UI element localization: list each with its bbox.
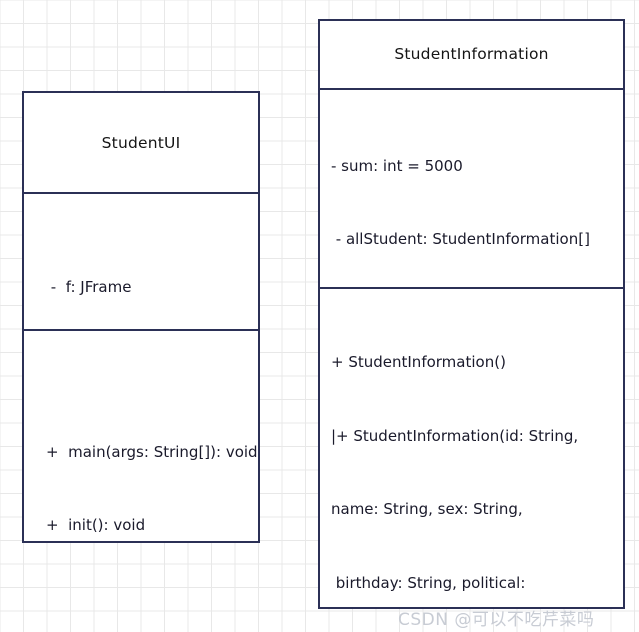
methods-compartment-studentinformation: + StudentInformation() |+ StudentInforma… <box>320 287 623 607</box>
uml-class-studentinformation[interactable]: StudentInformation - sum: int = 5000 - a… <box>318 19 625 609</box>
attributes-compartment-studentui: - f: JFrame - a: JButton[] - p: JPanel <box>24 192 258 328</box>
class-name-studentinformation: StudentInformation <box>394 45 549 64</box>
attribute-list-studentui: - f: JFrame - a: JButton[] - p: JPanel <box>24 194 258 328</box>
methods-compartment-studentui: + main(args: String[]): void + init(): v… <box>24 328 258 541</box>
attributes-compartment-studentinformation: - sum: int = 5000 - allStudent: StudentI… <box>320 87 623 288</box>
class-name-studentui: StudentUI <box>101 133 181 152</box>
method-row: + main(args: String[]): void <box>46 442 258 461</box>
method-row: + StudentInformation() <box>331 353 506 372</box>
attribute-row: - f: JFrame <box>46 278 132 297</box>
method-row: + init(): void <box>46 516 146 534</box>
method-row: |+ StudentInformation(id: String, <box>331 426 579 445</box>
method-row: name: String, sex: String, <box>331 500 523 519</box>
method-list-studentui: + main(args: String[]): void + init(): v… <box>24 331 258 541</box>
method-list-studentinformation: + StudentInformation() |+ StudentInforma… <box>320 289 623 607</box>
method-row: birthday: String, political: <box>331 573 526 592</box>
uml-class-studentui[interactable]: StudentUI - f: JFrame - a: JButton[] - p… <box>22 91 260 543</box>
attribute-row: - allStudent: StudentInformation[] <box>331 230 590 248</box>
attribute-row: - sum: int = 5000 <box>331 156 463 175</box>
attribute-list-studentinformation: - sum: int = 5000 - allStudent: StudentI… <box>320 90 623 288</box>
